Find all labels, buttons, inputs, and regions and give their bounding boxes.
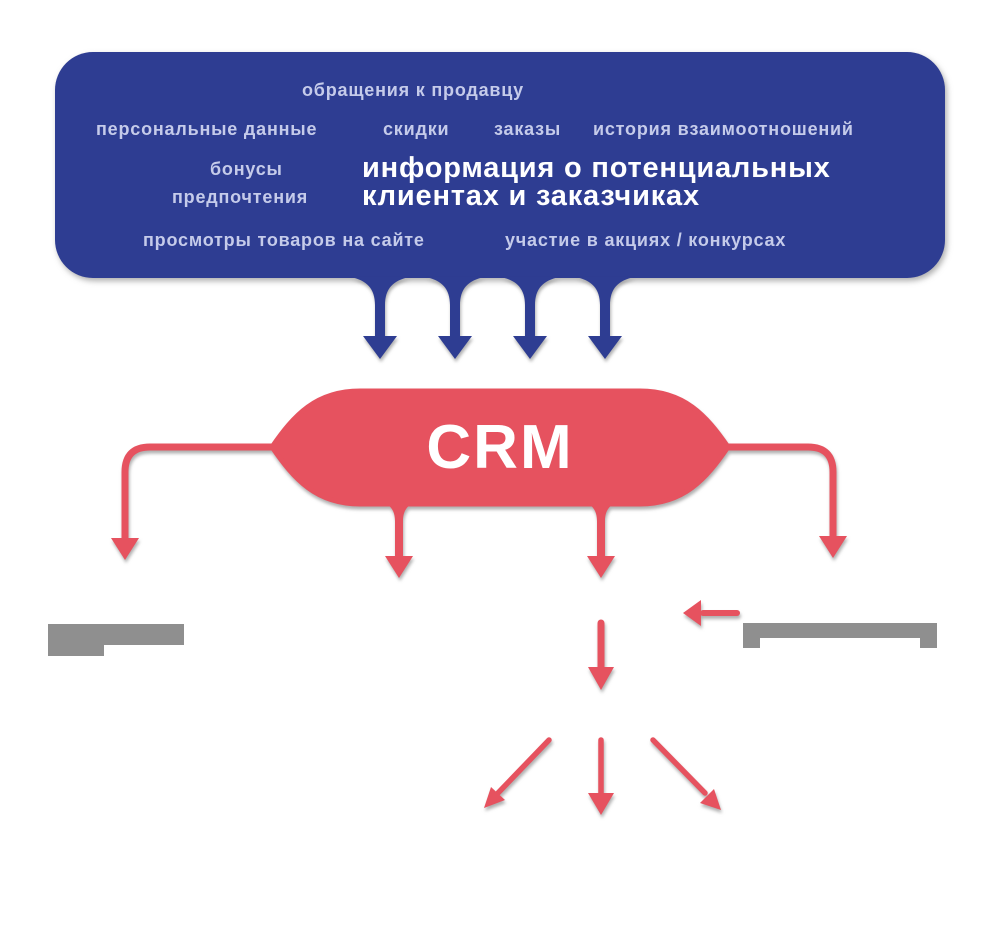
label-bonuses: бонусы: [210, 159, 283, 179]
flow-arrow-point-left-icon: [683, 600, 740, 626]
flow-arrow-red-drip-center-icon: [579, 501, 623, 578]
redacted-block-right: [743, 623, 937, 648]
label-product-views: просмотры товаров на сайте: [143, 230, 425, 250]
cloud-title-line2: клиентах и заказчиках: [362, 180, 700, 212]
label-orders: заказы: [494, 119, 562, 139]
flow-arrow-split-right-icon: [650, 737, 721, 810]
flow-arrow-red-drip-left-icon: [377, 501, 421, 578]
label-promo-participation: участие в акциях / конкурсах: [505, 230, 787, 250]
flow-arrow-left-branch-icon: [111, 443, 296, 560]
flow-arrow-blue-3-icon: [500, 277, 560, 359]
redacted-block-left: [48, 624, 184, 656]
cloud-title-line1: информация о потенциальных: [362, 152, 831, 184]
label-personal-data: персональные данные: [96, 119, 318, 139]
flow-arrow-split-left-icon: [484, 737, 552, 808]
label-seller-inquiries: обращения к продавцу: [302, 80, 524, 100]
label-preferences: предпочтения: [172, 187, 309, 207]
flow-arrow-split-center-icon: [588, 737, 614, 815]
flow-arrow-right-branch-icon: [704, 443, 847, 558]
data-cloud-panel: обращения к продавцу персональные данные…: [55, 52, 945, 278]
label-discounts: скидки: [383, 119, 450, 139]
cloud-title: информация о потенциальных клиентах и за…: [362, 152, 831, 212]
flow-arrow-blue-2-icon: [425, 277, 485, 359]
blue-input-arrows: [350, 277, 635, 359]
flow-arrow-blue-1-icon: [350, 277, 410, 359]
flow-arrow-blue-4-icon: [575, 277, 635, 359]
label-relationship-history: история взаимоотношений: [593, 119, 854, 139]
flow-arrow-center-2-icon: [588, 619, 614, 690]
